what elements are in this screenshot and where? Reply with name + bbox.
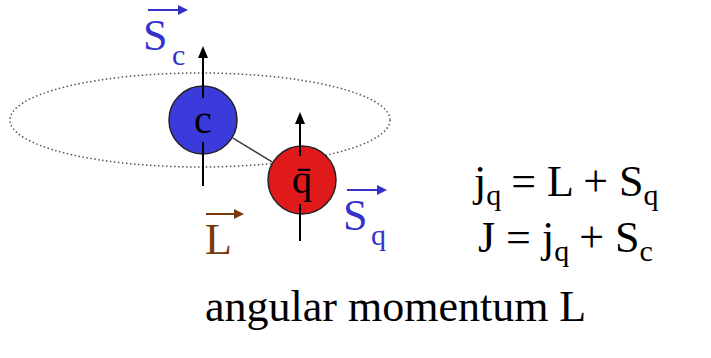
arrowhead (234, 209, 244, 219)
vector-line (347, 189, 379, 191)
arrowhead (178, 5, 188, 15)
subscript-label: q (486, 178, 501, 211)
vector-line (206, 213, 236, 215)
spin-line (299, 204, 301, 241)
equation-text: = L + S (511, 157, 643, 206)
spin-arrow-q (295, 112, 305, 241)
subscript-label: q (371, 220, 386, 250)
equation-line: J = jq + Sc (478, 216, 653, 266)
subscript-label: c (639, 234, 652, 267)
circle-shape (268, 146, 336, 214)
spin-line (202, 142, 204, 186)
orbit-ellipse (10, 73, 390, 167)
node-label: q̄ (292, 160, 312, 200)
arrowhead (295, 112, 305, 124)
subscript-label: q (554, 234, 569, 267)
vector-line (148, 9, 180, 11)
text-label: S (343, 194, 367, 238)
equation-text: J = j (478, 213, 554, 262)
text-label: L (205, 218, 232, 262)
subscript-label: q (644, 178, 659, 211)
equation-text: + S (579, 213, 639, 262)
arrowhead (377, 185, 387, 195)
spin-line (202, 56, 204, 98)
arrowhead (198, 46, 208, 58)
text-label: S (143, 14, 167, 58)
equation-text: j (474, 157, 486, 206)
equation-line: jq= L + Sq (474, 160, 659, 210)
node-label: c (194, 100, 212, 140)
bond-line (233, 138, 272, 162)
spin-arrow-c (198, 46, 208, 186)
spin-line (299, 122, 301, 156)
subscript-label: c (172, 40, 185, 70)
antiquark-circle: q̄ (267, 145, 337, 215)
text-label: angular momentum L (205, 285, 586, 329)
